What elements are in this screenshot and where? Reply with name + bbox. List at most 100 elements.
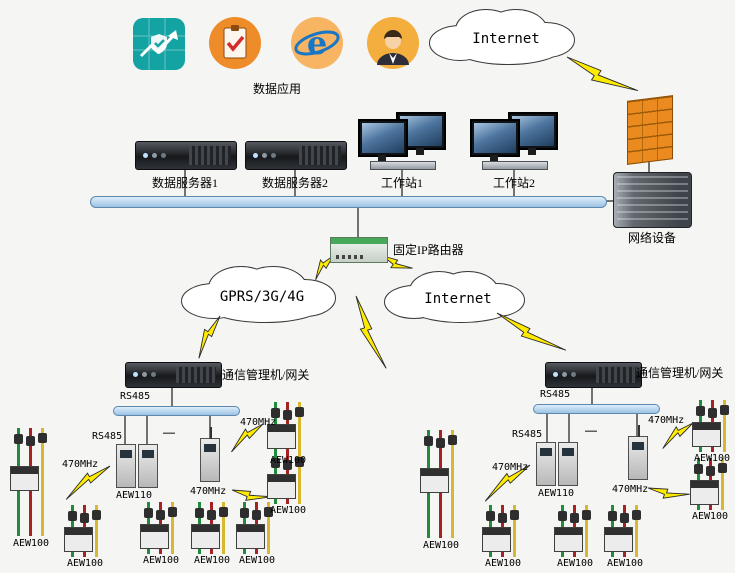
wire-yellow (721, 458, 724, 510)
server-led (253, 152, 258, 158)
operator-app-icon (365, 15, 421, 71)
aew100-label: AEW100 (142, 555, 180, 566)
aew100-label: AEW100 (693, 453, 731, 464)
comm-gateway-right (545, 362, 642, 388)
meter-box (236, 524, 265, 549)
meter-box (64, 527, 93, 552)
aew110-unit (536, 442, 556, 486)
aew100-meter (690, 400, 735, 452)
ct-clamps (424, 436, 433, 446)
wire-yellow (171, 502, 174, 554)
monitor (358, 119, 408, 162)
router-stripe (331, 238, 387, 244)
apps-section-label: 数据应用 (252, 82, 302, 96)
server-led (143, 152, 148, 158)
meter-box (554, 527, 583, 552)
aew100-meter (189, 502, 235, 554)
meter-box (140, 524, 169, 549)
wire-yellow (513, 505, 516, 557)
server1-label: 数据服务器1 (151, 176, 219, 190)
data-server-2 (245, 141, 347, 170)
ie-letter: e (307, 24, 327, 62)
gateway-left-label: 通信管理机/网关 (222, 368, 310, 382)
ct-clamps (144, 508, 153, 518)
aew100-label: AEW100 (193, 555, 231, 566)
aew100-meter (138, 502, 184, 554)
aew110-unit (558, 442, 578, 486)
aew100-meter (8, 428, 54, 536)
aew110-unit (138, 444, 158, 488)
aew110-label: AEW110 (115, 490, 153, 501)
ie-browser-icon: e (289, 15, 345, 71)
meter-box (420, 468, 449, 493)
aew100-label: AEW100 (269, 505, 307, 516)
router-ports (336, 255, 366, 259)
freq-470mhz-label: 470MHz (240, 417, 277, 428)
firewall (627, 95, 673, 165)
ct-clamps (608, 511, 617, 521)
meter-box (690, 480, 719, 505)
ct-clamps (696, 406, 705, 416)
checklist-app-icon (207, 15, 263, 71)
aew110-label: AEW110 (537, 488, 575, 499)
aew100-meter (265, 402, 311, 454)
wire-yellow (723, 400, 726, 452)
aew100-label: AEW100 (484, 558, 522, 569)
freq-470mhz-label: 470MHz (648, 415, 685, 426)
freq-470mhz-label: 470MHz (190, 486, 227, 497)
aew100-meter (688, 458, 734, 510)
server-led (553, 372, 558, 377)
aew100-label: AEW100 (66, 558, 104, 569)
rs485-label: RS485 (540, 389, 571, 400)
meter-box (191, 524, 220, 549)
ip-router (330, 237, 388, 263)
ct-clamps (271, 408, 280, 418)
aew100-meter (480, 505, 526, 557)
aew100-meter (552, 505, 598, 557)
aew100-label: AEW100 (691, 511, 729, 522)
rs485-label: RS485 (92, 431, 123, 442)
gateway-right-label: 通信管理机/网关 (636, 366, 724, 380)
aew100-label: AEW100 (606, 558, 644, 569)
aew100-meter (234, 502, 280, 554)
workstation1-label: 工作站1 (380, 176, 424, 190)
analytics-app-icon (131, 16, 187, 72)
rs485-label: RS485 (512, 429, 543, 440)
wire-yellow (95, 505, 98, 557)
meter-box (267, 424, 296, 449)
server-vents (189, 146, 231, 165)
ct-clamps (195, 508, 204, 518)
meter-box (267, 474, 296, 499)
aew100-meter (602, 505, 648, 557)
wire-yellow (451, 430, 454, 538)
meter-box (482, 527, 511, 552)
aew100-label: AEW100 (556, 558, 594, 569)
wire-yellow (585, 505, 588, 557)
aew100-meter (62, 505, 108, 557)
meter-box (604, 527, 633, 552)
comm-gateway-left (125, 362, 222, 388)
monitor-screen (362, 123, 404, 153)
wire-yellow (41, 428, 44, 536)
server-vents (596, 367, 636, 383)
workstation2-label: 工作站2 (492, 176, 536, 190)
aew100-meter (418, 430, 464, 538)
server2-label: 数据服务器2 (261, 176, 329, 190)
wire-yellow (298, 402, 301, 454)
cloud-internet-mid (384, 271, 525, 323)
rs485-bus-right (533, 404, 660, 414)
aew110-unit (116, 444, 136, 488)
server-vents (176, 367, 216, 383)
rs485-label: RS485 (120, 391, 151, 402)
aew110-antenna-unit (200, 427, 220, 482)
router-label: 固定IP路由器 (393, 243, 464, 257)
server-led (133, 372, 138, 377)
wire-yellow (635, 505, 638, 557)
ellipsis-label: …… (163, 426, 176, 437)
ct-clamps (68, 511, 77, 521)
freq-470mhz-label: 470MHz (492, 462, 529, 473)
meter-box (10, 466, 39, 491)
aew100-meter (265, 452, 311, 504)
